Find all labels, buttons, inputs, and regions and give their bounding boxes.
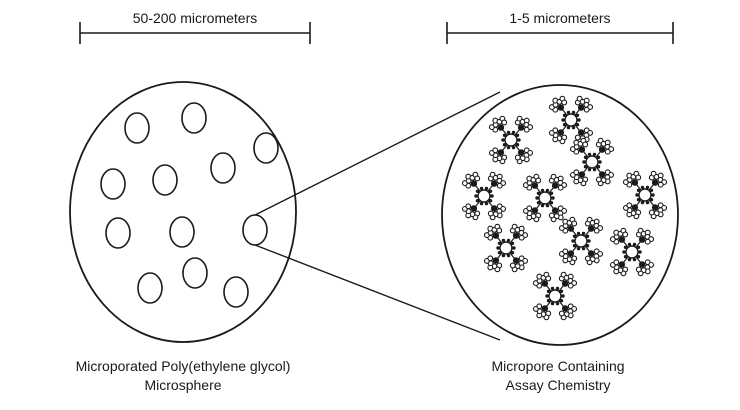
magnification-line-bottom: [254, 244, 501, 341]
assay-molecule: [461, 171, 507, 221]
assay-molecule: [548, 95, 594, 145]
pore-highlighted: [242, 214, 268, 246]
assay-molecules: [461, 95, 668, 321]
pore: [182, 257, 208, 289]
assay-molecule: [558, 216, 604, 266]
left-scale-bar: 50-200 micrometers: [79, 10, 311, 44]
pores: [100, 102, 279, 308]
microsphere-outline: [69, 81, 297, 343]
pore: [152, 164, 178, 196]
assay-molecule: [483, 223, 529, 273]
assay-molecule: [622, 170, 668, 220]
left-caption-line2: Microsphere: [144, 377, 221, 393]
right-scale-bar: 1-5 micrometers: [446, 10, 674, 44]
magnification-line-top: [254, 91, 501, 216]
assay-molecule: [609, 227, 655, 277]
assay-molecule: [569, 137, 615, 187]
pore: [137, 272, 163, 304]
right-scale-label: 1-5 micrometers: [509, 10, 610, 26]
pore: [169, 216, 195, 248]
assay-molecule: [488, 115, 534, 165]
pore: [253, 132, 279, 164]
right-caption: Micropore Containing Assay Chemistry: [491, 358, 624, 393]
pore: [124, 112, 150, 144]
pore: [210, 152, 236, 184]
pore: [181, 102, 207, 134]
left-caption-line1: Microporated Poly(ethylene glycol): [76, 358, 291, 374]
micropore-outline: [441, 84, 679, 346]
magnification-lines: [254, 91, 501, 341]
pore: [105, 217, 131, 249]
left-caption: Microporated Poly(ethylene glycol) Micro…: [76, 358, 291, 393]
right-caption-line1: Micropore Containing: [491, 358, 624, 374]
pore: [223, 276, 249, 308]
assay-molecule: [522, 173, 568, 223]
pore: [100, 168, 126, 200]
left-scale-label: 50-200 micrometers: [133, 10, 258, 26]
assay-molecule: [532, 271, 578, 321]
right-caption-line2: Assay Chemistry: [505, 377, 610, 393]
microsphere: [69, 81, 297, 343]
micropore-magnified: [441, 84, 679, 346]
